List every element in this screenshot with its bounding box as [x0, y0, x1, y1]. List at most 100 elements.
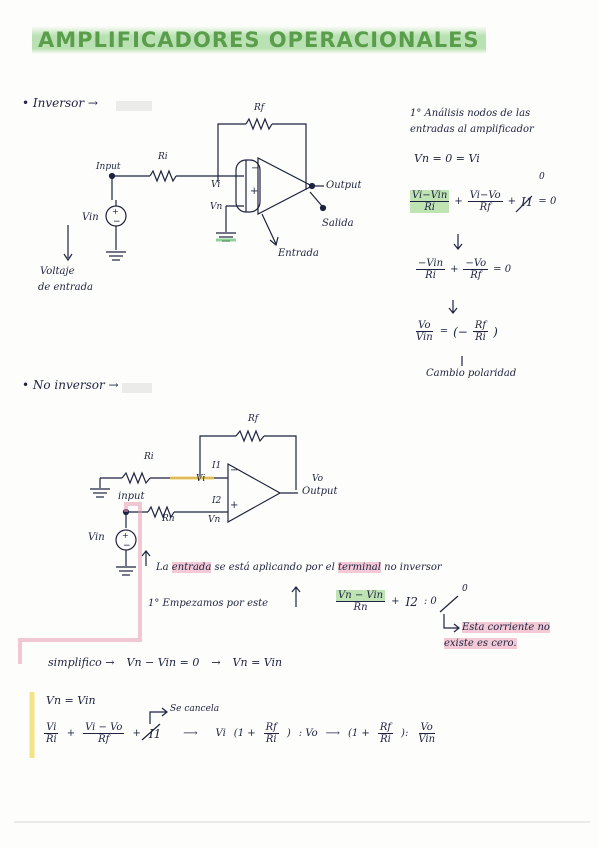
current-i2: I2	[405, 594, 418, 609]
note-mid: se está aplicando por el	[214, 562, 335, 573]
noninv-feedback-wire	[199, 435, 236, 478]
simplifico-eq2: Vn = Vin	[232, 656, 283, 669]
final-line1: Vn = Vin	[46, 694, 96, 707]
equals-zero: : 0	[423, 596, 437, 607]
arrow: ⟶	[183, 728, 198, 739]
plus-sign: +	[507, 196, 517, 207]
analysis-cambio-polaridad: Cambio polaridad	[426, 368, 517, 379]
current-i1: I1	[148, 726, 162, 741]
paren-close: ):	[401, 728, 409, 739]
inv-feedback-wire-right	[272, 123, 307, 190]
fraction-denominator: Ri	[265, 734, 277, 745]
inv-label-vi: Vi	[211, 180, 221, 190]
noninv-label-i1: I1	[212, 461, 222, 471]
equals-vo: : Vo	[298, 728, 318, 739]
noninv-label-input: input	[118, 491, 145, 502]
fraction-numerator: −Vin	[416, 258, 446, 270]
note-entrada: entrada	[171, 562, 212, 573]
fraction-numerator: Vi−Vo	[467, 190, 503, 202]
paren-close: )	[286, 728, 291, 739]
svg-text:−: −	[113, 217, 121, 227]
analysis-line1: 1° Análisis nodos de las	[410, 108, 531, 119]
inv-label-output: Output	[326, 180, 362, 191]
inv-opamp-box	[235, 159, 261, 213]
plus-sign: +	[454, 196, 463, 207]
paren-open: (1 +	[233, 728, 256, 739]
noninv-plus-sign: +	[230, 500, 239, 511]
fraction-numerator: Rf	[472, 320, 489, 332]
simplifico-eq1: Vn − Vin = 0	[126, 656, 200, 669]
paren-open: (1 +	[347, 728, 370, 739]
fraction-denominator: Vin	[418, 734, 436, 745]
noninv-label-rf: Rf	[248, 414, 259, 424]
inv-label-salida: Salida	[322, 218, 354, 229]
svg-text:+: +	[122, 531, 129, 540]
fraction-denominator: Vin	[416, 332, 433, 343]
no-inversor-heading: • No inversor →	[22, 378, 119, 392]
fraction-denominator: Ri	[424, 202, 436, 213]
inv-label-rf: Rf	[254, 103, 265, 113]
noninv-label-vi: Vi	[196, 474, 206, 484]
noninv-corriente-line2: existe es cero.	[444, 638, 517, 649]
fraction-numerator: Vo	[416, 320, 433, 332]
plus-sign: +	[132, 728, 141, 739]
fraction-denominator: Ri	[475, 332, 486, 343]
inv-label-vin: Vin	[82, 212, 99, 223]
noninv-label-rn: Rn	[162, 514, 175, 524]
svg-text:−: −	[123, 541, 131, 551]
note-pre: La	[156, 562, 169, 573]
inv-label-input: Input	[96, 162, 121, 172]
inv-label-voltaje: Voltaje	[40, 266, 75, 277]
equals-zero: = 0	[538, 196, 557, 207]
noninv-label-ri: Ri	[144, 452, 154, 462]
analysis-eq1: Vn = 0 = Vi	[414, 152, 480, 165]
inv-label-entrada: Entrada	[278, 248, 319, 259]
fraction-denominator: Ri	[425, 270, 436, 281]
inv-label-ri: Ri	[158, 152, 168, 162]
inv-minus-sign: −	[251, 163, 260, 174]
inv-feedback-wire	[217, 123, 246, 182]
noninv-note: La entrada se está aplicando por el term…	[156, 562, 442, 573]
plus-sign: +	[66, 728, 76, 739]
noninv-rf-resistor	[235, 429, 265, 443]
fraction-numerator: −Vo	[463, 258, 489, 270]
arrow: ⟶	[325, 728, 340, 739]
fraction-denominator: Rn	[353, 602, 368, 613]
note-terminal: terminal	[337, 562, 381, 573]
simplifico-row: simplifico → Vn − Vin = 0 → Vn = Vin	[48, 656, 282, 669]
pink-guide-line	[18, 502, 142, 664]
heading-highlight	[116, 101, 152, 111]
fraction-numerator: Vi−Vin	[410, 190, 450, 202]
paren-open: (−	[453, 324, 468, 339]
noninv-label-vo: Vo	[312, 474, 324, 484]
current-i1: I1	[521, 194, 534, 209]
noninv-step1: 1° Empezamos por este	[148, 598, 269, 609]
heading-highlight	[122, 383, 152, 393]
fraction-denominator: Rf	[470, 270, 482, 281]
inversor-heading: • Inversor →	[22, 96, 98, 110]
fraction-numerator: Rf	[377, 722, 394, 734]
fraction-numerator: Rf	[263, 722, 279, 734]
fraction-denominator: Ri	[380, 734, 391, 745]
fraction-numerator: Vi − Vo	[83, 722, 125, 734]
plus-sign: +	[450, 264, 459, 275]
simplifico-label: simplifico →	[48, 656, 115, 669]
noninv-label-output: Output	[302, 486, 338, 497]
expr-vi: Vi	[215, 728, 226, 739]
fraction-denominator: Rf	[98, 734, 110, 745]
inv-plus-sign: +	[250, 186, 259, 197]
